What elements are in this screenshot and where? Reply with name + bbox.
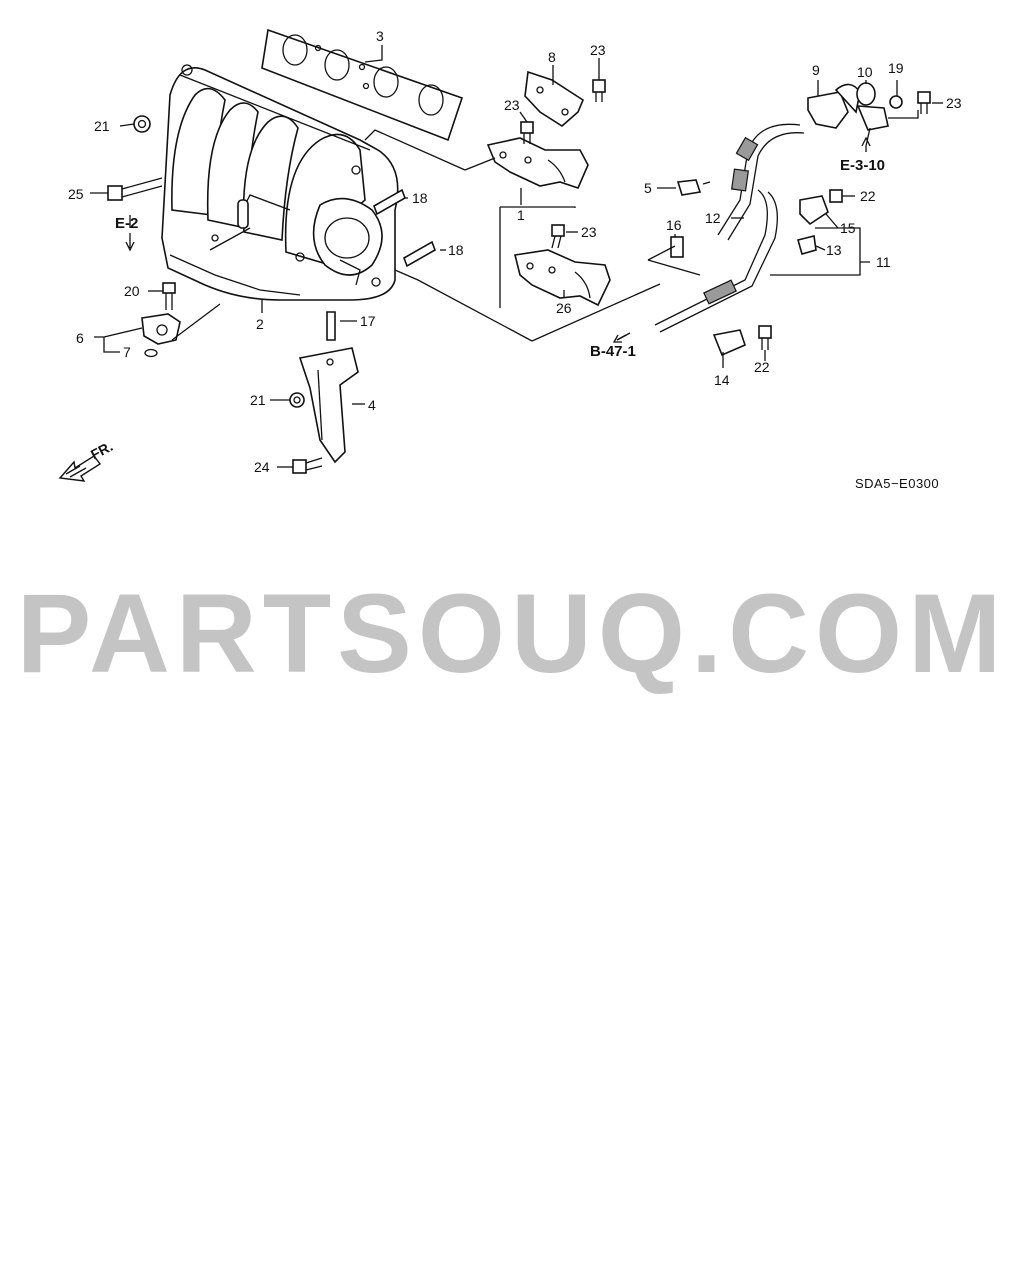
callout-24: 24 <box>254 459 270 475</box>
clip-part-13 <box>797 235 817 255</box>
callout-25: 25 <box>68 186 84 202</box>
bolt-part-22-a <box>829 189 843 203</box>
callout-26: 26 <box>556 300 572 316</box>
callout-11: 11 <box>876 254 891 270</box>
callout-19: 19 <box>888 60 904 76</box>
watermark: PARTSOUQ.COM <box>16 571 1008 696</box>
front-arrow-icon <box>58 455 102 482</box>
bolt-part-22-b <box>758 325 772 350</box>
callout-18-lower: 18 <box>448 242 464 258</box>
callout-6: 6 <box>76 330 84 346</box>
leader-lines <box>90 45 943 468</box>
callout-labels: 3 21 25 18 18 2 20 6 7 17 21 4 24 8 23 2… <box>68 28 962 475</box>
callout-2: 2 <box>256 316 264 332</box>
stud-part-18-lower <box>403 240 436 268</box>
ref-b-47-1: B-47-1 <box>590 343 636 360</box>
hose-clip-part-5 <box>676 179 702 196</box>
callout-14: 14 <box>714 372 730 388</box>
cap-part-10 <box>856 82 889 131</box>
bolt-part-25 <box>107 177 163 201</box>
callout-7: 7 <box>123 344 131 360</box>
callout-9: 9 <box>812 62 820 78</box>
sensor-part-6 <box>141 313 181 345</box>
callout-23-a: 23 <box>590 42 606 58</box>
callout-16: 16 <box>666 217 682 233</box>
diagram-code: SDA5−E0300 <box>855 476 939 491</box>
callout-13: 13 <box>826 242 842 258</box>
callout-15: 15 <box>840 220 856 236</box>
manifold-gasket <box>261 28 464 142</box>
bolt-part-20 <box>162 282 176 310</box>
callout-3: 3 <box>376 28 384 44</box>
ref-e-3-10: E-3-10 <box>840 157 885 174</box>
arrow-icon-e-3-10 <box>861 136 871 152</box>
o-ring-part-7 <box>144 348 158 358</box>
callout-18-upper: 18 <box>412 190 428 206</box>
callout-21-upper: 21 <box>94 118 110 134</box>
callout-4: 4 <box>368 397 376 413</box>
bolt-part-24 <box>292 457 323 474</box>
callout-20: 20 <box>124 283 140 299</box>
bracket-part-26 <box>514 249 611 307</box>
stay-part-15 <box>799 195 829 226</box>
bolt-part-23-d <box>917 91 931 114</box>
ref-e-2: E-2 <box>115 215 138 232</box>
washer-part-19 <box>889 95 903 109</box>
arrow-icon-b-47-1 <box>612 334 627 343</box>
bolt-part-23-a <box>592 79 606 102</box>
callout-17: 17 <box>360 313 376 329</box>
callout-23-b: 23 <box>504 97 520 113</box>
callout-23-c: 23 <box>581 224 597 240</box>
clamp-part-14 <box>712 329 746 357</box>
joint-part-16 <box>670 236 684 258</box>
callout-23-d: 23 <box>946 95 962 111</box>
callout-5: 5 <box>644 180 652 196</box>
parts-diagram: 3 21 25 18 18 2 20 6 7 17 21 4 24 8 23 2… <box>58 28 962 491</box>
bolt-part-23-c <box>551 224 565 249</box>
front-direction-indicator: FR. <box>58 438 115 482</box>
callout-1: 1 <box>517 207 525 223</box>
thermo-valve-part-9 <box>807 83 861 129</box>
bracket-part-8 <box>524 70 584 127</box>
nut-part-21-upper <box>133 115 151 133</box>
callout-10: 10 <box>857 64 873 80</box>
water-pipe-part-11 <box>654 189 778 333</box>
callout-22-lower: 22 <box>754 359 770 375</box>
intake-manifold <box>161 64 399 301</box>
reference-labels: E-2 E-3-10 B-47-1 <box>115 136 885 360</box>
nut-part-21-lower <box>289 392 305 408</box>
callout-22-upper: 22 <box>860 188 876 204</box>
bracket-part-4 <box>298 347 359 464</box>
bracket-part-1 <box>486 137 589 189</box>
callout-8: 8 <box>548 49 556 65</box>
water-hose-part-12 <box>717 123 805 241</box>
callout-12: 12 <box>705 210 721 226</box>
arrow-icon-e-2 <box>125 233 135 252</box>
callout-21-lower: 21 <box>250 392 266 408</box>
stud-part-17 <box>326 311 336 341</box>
